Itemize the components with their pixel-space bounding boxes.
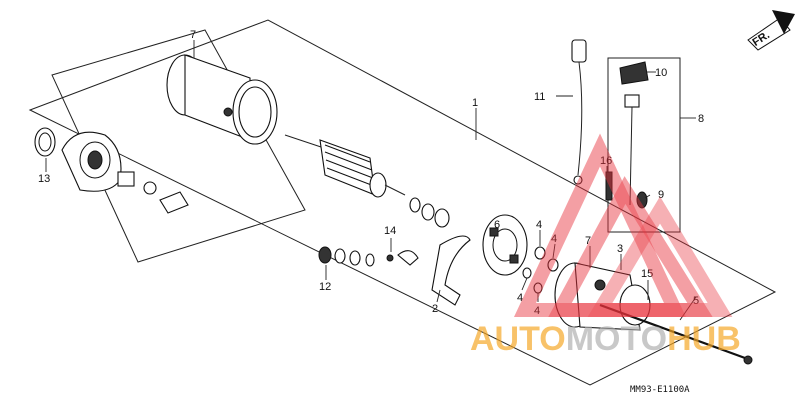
svg-text:AUTOMOTOHUB: AUTOMOTOHUB [470,320,741,358]
callout-labels: 7 1 13 11 10 8 16 9 6 14 4 4 4 4 7 3 15 … [38,29,704,317]
callout-2: 2 [432,303,438,315]
armature-part [284,134,406,198]
o-rings-part [522,246,559,294]
callout-7a: 7 [190,29,196,41]
brush-holder-plate-part [431,235,471,306]
motor-case-part [166,54,278,145]
callout-3: 3 [617,243,623,255]
front-direction-arrow: FR. [747,10,795,51]
starter-cable-part [571,39,587,185]
terminal-cap-part [619,61,649,206]
callout-14: 14 [384,225,396,237]
bolt-16-part [605,171,613,201]
leader-lines [45,40,697,321]
yoke-group-boundary [51,29,306,263]
callout-8: 8 [698,113,704,125]
callout-6: 6 [494,219,500,231]
callout-5: 5 [693,295,699,307]
terminal-nut-stack-part [318,246,419,267]
callout-13: 13 [38,173,50,185]
callout-4b: 4 [551,233,557,245]
callout-9: 9 [658,189,664,201]
callout-12: 12 [319,281,331,293]
watermark-moto: MOTO [566,320,667,358]
rear-cover-part [554,262,651,331]
callout-4a: 4 [536,219,542,231]
callout-7b: 7 [585,235,591,247]
callout-15: 15 [641,268,653,280]
diagram-code: MM93-E1100A [630,385,690,395]
callout-10: 10 [655,67,667,79]
watermark-logo: AUTOMOTOHUB [470,133,741,358]
callout-1: 1 [472,97,478,109]
callout-4c: 4 [517,292,523,304]
brush-holder-part [482,214,528,276]
washers-part [409,197,450,228]
watermark-auto: AUTO [470,320,566,358]
nut-9-part [636,191,648,209]
callout-11: 11 [534,91,545,103]
through-bolt-part [599,303,746,360]
callout-4d: 4 [534,305,540,317]
watermark-hub: HUB [667,320,741,358]
assembly-boundary [28,19,777,386]
front-bracket-part [34,127,189,214]
callout-16: 16 [600,155,612,167]
